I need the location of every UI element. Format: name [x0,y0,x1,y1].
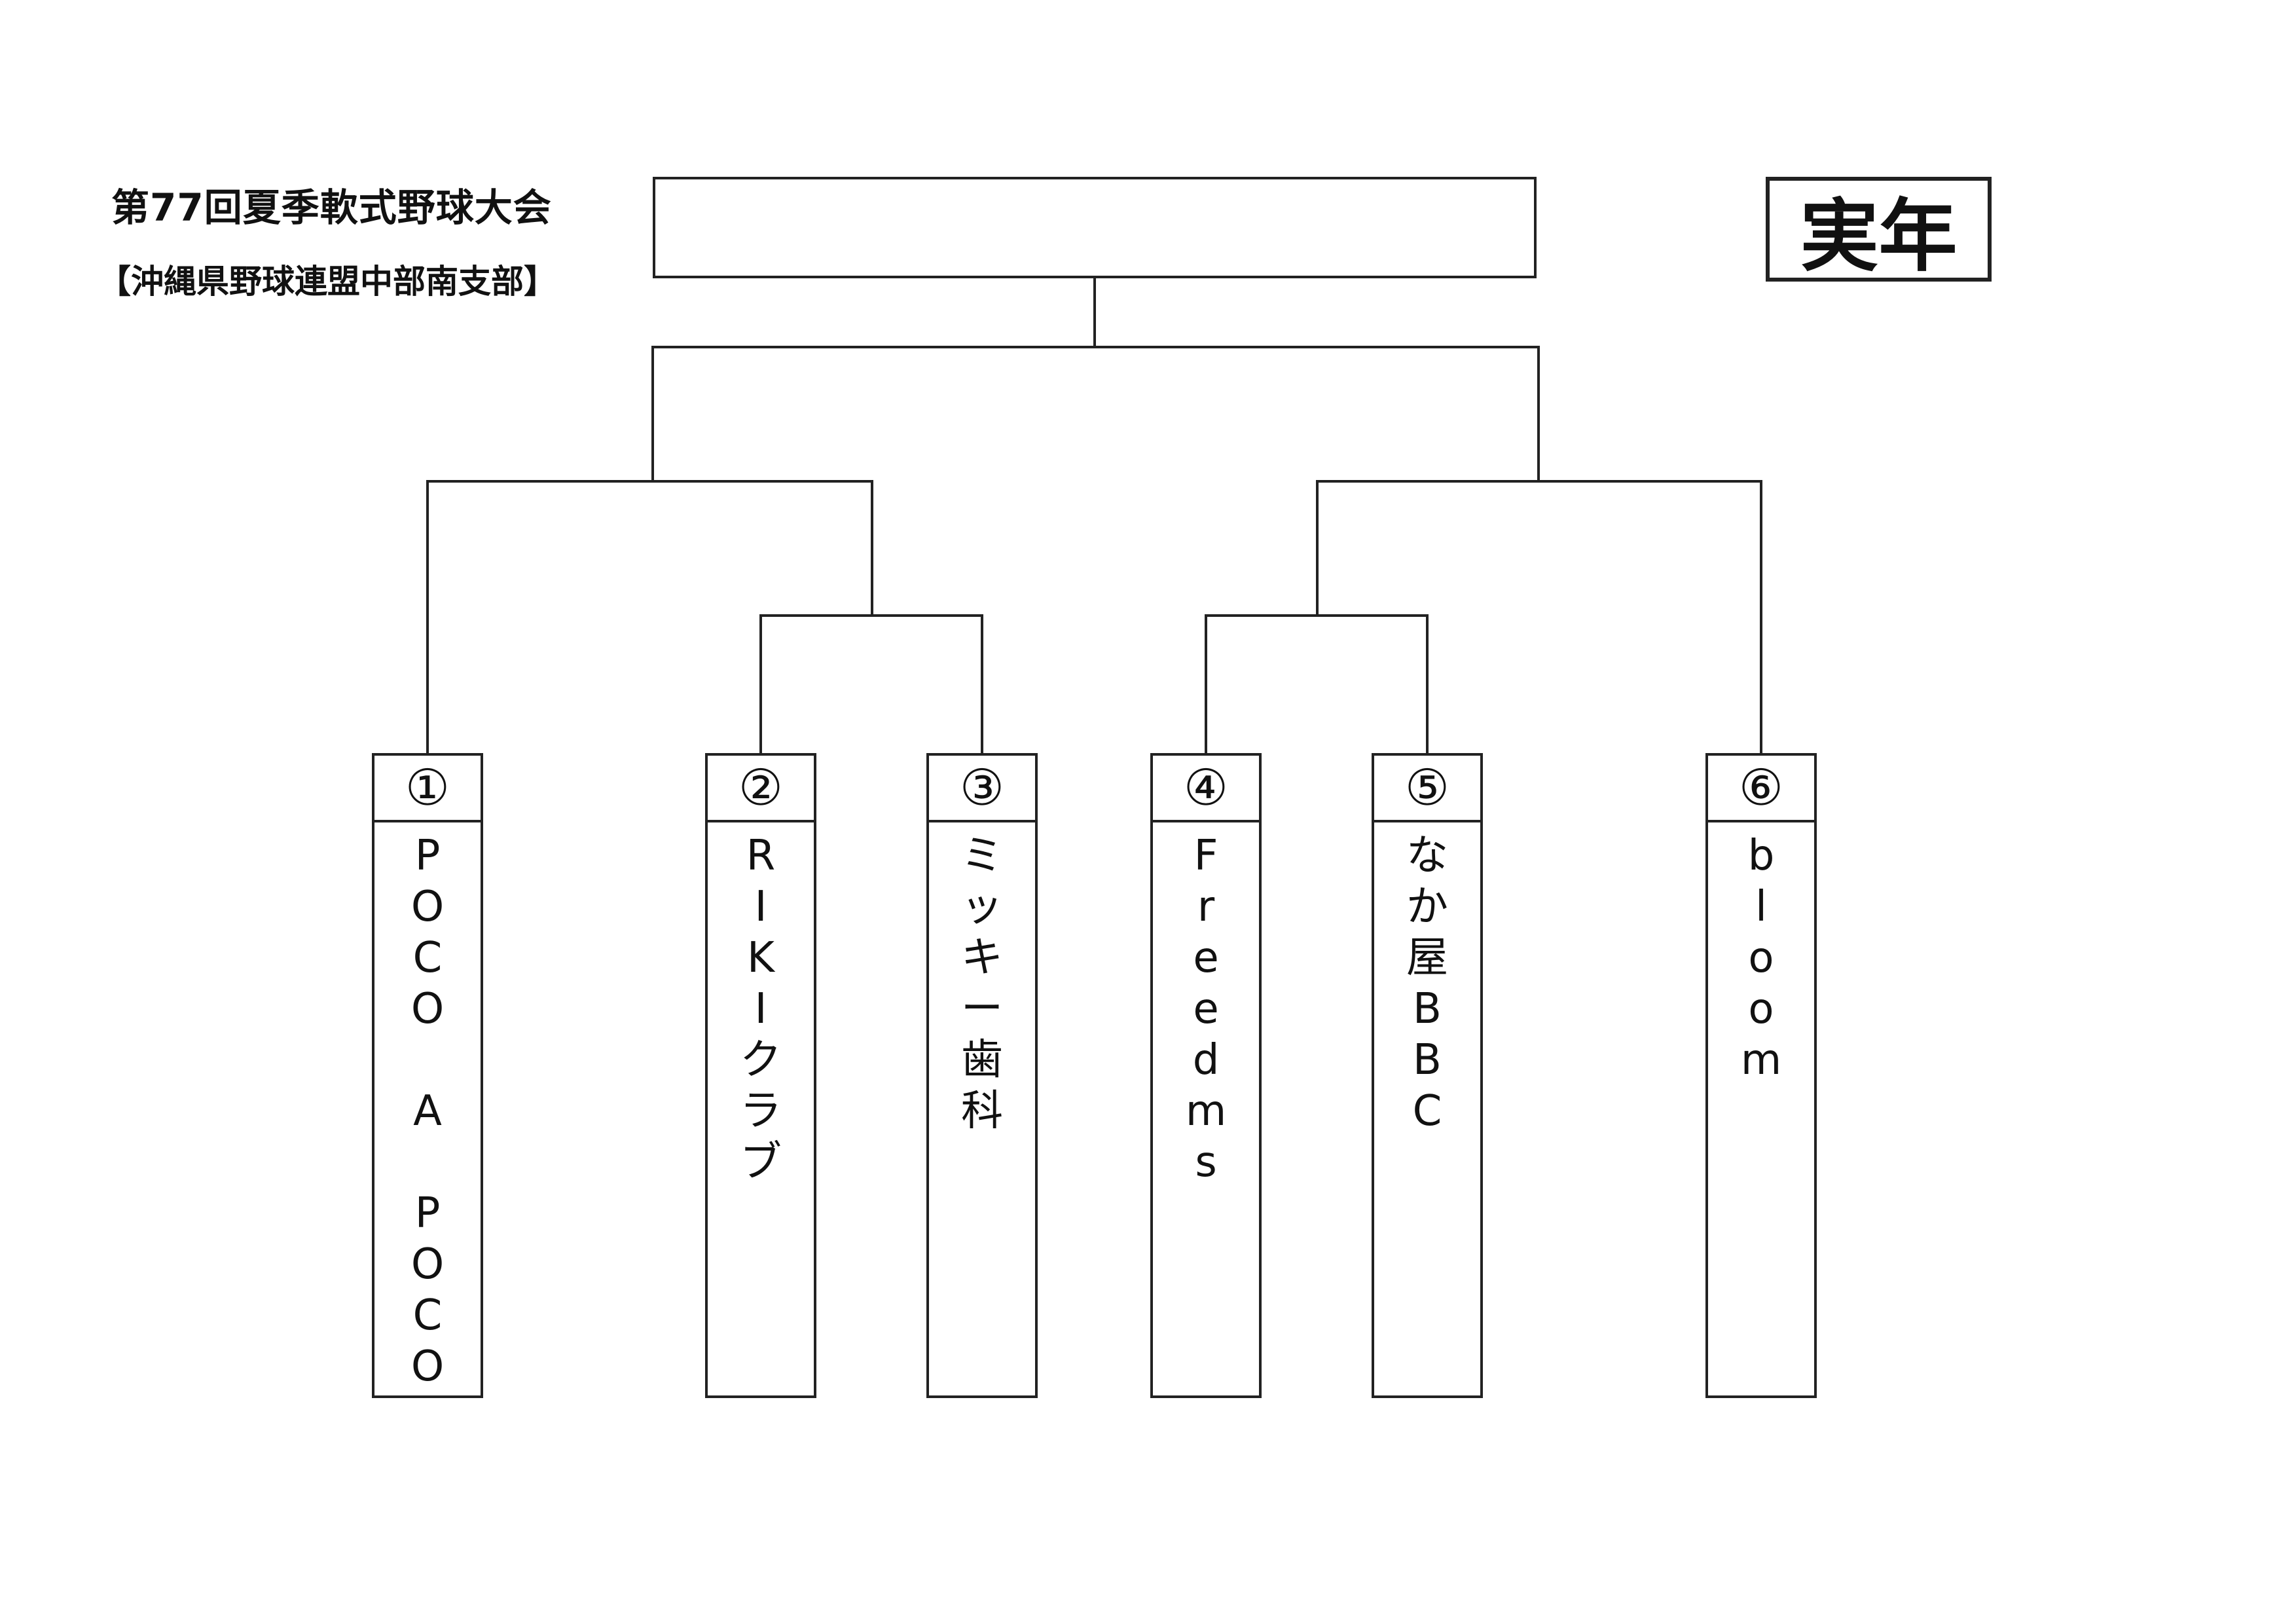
organizer-subtitle: 【沖縄県野球連盟中部南支部】 [98,263,556,301]
team-name-char: e [1193,985,1219,1033]
team-name-char: O [410,1240,445,1289]
team-number: ② [708,756,814,822]
team-name-char: P [414,1189,441,1238]
team-box-3: ③ ミッキー歯科 [926,753,1038,1398]
team-name-char: 歯 [961,1036,1003,1084]
team-name-char: O [410,1342,445,1391]
team-name-char: m [1185,1087,1227,1135]
division-badge: 実年 [1766,177,1992,282]
team-name-char: か [1406,883,1448,931]
team-name-char: A [413,1087,442,1135]
team-name-char: ラ [740,1087,782,1135]
team-name-char: e [1193,934,1219,982]
team-name-char: r [1197,883,1215,931]
team-name-char: l [1755,883,1767,931]
team-name-char: I [754,985,767,1033]
team-name-char: 科 [961,1087,1003,1135]
team-name-char: ッ [961,883,1003,931]
team-number: ⑥ [1708,756,1814,822]
team-name-char: C [1412,1087,1442,1135]
team-name-char: o [1748,985,1774,1033]
tournament-title: 第77回夏季軟式野球大会 [111,185,552,230]
team-name-char: o [1748,934,1774,982]
team-name-char: K [747,934,774,982]
team-name-char: I [754,883,767,931]
team-name-char: C [412,934,443,982]
team-name-char: R [746,832,776,880]
team-name-char: 屋 [1406,934,1448,982]
team-name-char: O [410,883,445,931]
team-number: ⑤ [1374,756,1480,822]
team-name-char: な [1406,832,1448,880]
team-name-char: F [1194,832,1218,880]
team-name-char: キ [961,934,1003,982]
team-name-char: O [410,985,445,1033]
team-name-char: ミ [961,832,1003,880]
team-name-char: m [1740,1036,1782,1084]
team-name-char [421,1137,434,1188]
team-name: ミッキー歯科 [929,822,1035,1137]
team-number: ③ [929,756,1035,822]
team-name-char: ブ [740,1138,782,1187]
team-name-char: C [412,1291,443,1340]
team-name-char: ー [961,985,1003,1033]
team-name-char: B [1413,985,1442,1033]
team-name-char: B [1413,1036,1442,1084]
team-name-char: P [414,832,441,880]
team-name-char: b [1747,832,1775,880]
team-name-char: d [1192,1036,1220,1084]
team-name-char: ク [740,1036,782,1084]
team-number: ④ [1153,756,1259,822]
team-number: ① [374,756,481,822]
team-name-char: s [1195,1138,1217,1187]
team-name-char [421,1035,434,1086]
